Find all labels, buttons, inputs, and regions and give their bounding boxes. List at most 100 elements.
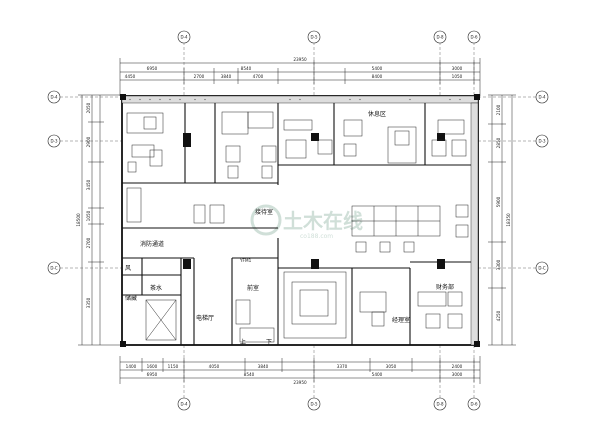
window-dots (129, 98, 461, 101)
chair-icon (261, 145, 277, 163)
right-dim: 2850 (496, 137, 501, 148)
desk-icon (437, 119, 465, 135)
cabinet-icon (235, 299, 251, 325)
left-dimension-texts: 18500 2050 2900 3450 1050 2700 3350 (76, 102, 91, 308)
axis-label: D-C (538, 266, 546, 271)
bottom-dim: 4050 (209, 364, 220, 369)
right-dim: 4250 (496, 310, 501, 321)
room-label-reception: 接待室 (255, 208, 273, 216)
desk-icon (359, 291, 387, 313)
chair-icon (127, 161, 137, 173)
axis-bubble (535, 90, 549, 104)
axis-label: D-6 (470, 35, 478, 40)
room-label-front-room: 前室 (247, 284, 259, 292)
top-dim: 2700 (194, 74, 205, 79)
top-dim: 4700 (253, 74, 264, 79)
axis-bubble (433, 30, 447, 44)
axis-bubble (47, 90, 61, 104)
chair-icon (371, 311, 385, 327)
chair-icon (261, 165, 273, 179)
window-strip-right (470, 102, 479, 346)
watermark-logo-icon (250, 204, 282, 236)
bottom-dim: 5400 (372, 372, 383, 377)
internal-walls (122, 103, 471, 345)
axis-bubble (433, 397, 447, 411)
axis-bubble (177, 397, 191, 411)
elevator-icon (145, 299, 177, 341)
axis-lines (60, 42, 536, 398)
table-icon (394, 130, 410, 146)
chair-icon (447, 313, 463, 329)
room-label-vestibule: 消防通道 (140, 240, 164, 248)
axis-label: D-8 (436, 35, 444, 40)
chair-icon (225, 145, 241, 163)
top-dim: 5400 (372, 66, 383, 71)
left-dim: 3350 (86, 297, 91, 308)
desk-icon (417, 291, 447, 307)
axis-bubble-labels: D-4 D-5 D-8 D-6 D-4 D-5 D-8 D-6 D-4 D-3 … (50, 35, 546, 407)
chair-icon (455, 224, 469, 238)
right-dim: 2100 (496, 104, 501, 115)
top-dim: 4450 (125, 74, 136, 79)
bottom-dim: 3050 (386, 364, 397, 369)
axis-bubble (535, 134, 549, 148)
left-dim: 3450 (86, 179, 91, 190)
top-dim: 3840 (221, 74, 232, 79)
furniture (126, 111, 469, 343)
right-dim: 5900 (496, 196, 501, 207)
chair-icon (403, 241, 415, 253)
axis-label: D-8 (436, 402, 444, 407)
axis-label: D-3 (50, 139, 58, 144)
room-label-lounge: 休息区 (368, 110, 386, 118)
bottom-dim: 1400 (126, 364, 137, 369)
desk-icon (283, 119, 313, 131)
axis-bubble (307, 397, 321, 411)
bottom-dim: 3840 (258, 364, 269, 369)
conference-room-icon (283, 271, 347, 339)
left-dim: 2900 (86, 136, 91, 147)
stair-icon (239, 327, 275, 343)
bottom-dim: 6950 (147, 372, 158, 377)
right-dim: 3300 (496, 259, 501, 270)
bottom-dim: 8540 (244, 372, 255, 377)
desk-icon (247, 111, 274, 129)
axis-label: D-5 (310, 35, 318, 40)
chair-icon (285, 139, 307, 159)
fire-symbol-label: 风 (125, 265, 131, 272)
room-label-elevator-hall: 电梯厅 (196, 314, 214, 322)
stair-down-label: 下 (266, 339, 272, 346)
chair-icon (355, 241, 367, 253)
top-dim: 8540 (241, 66, 252, 71)
bottom-dimension-texts: 1400 1600 1150 4050 3840 3370 3050 2400 … (126, 364, 463, 385)
chair-icon (451, 139, 467, 157)
axis-label: D-3 (538, 139, 546, 144)
right-overall-dim: 18350 (506, 213, 511, 227)
room-label-tea: 茶水 (150, 284, 162, 292)
chair-icon (209, 204, 225, 224)
chair-icon (425, 313, 441, 329)
axis-bubble (47, 134, 61, 148)
chair-icon (149, 149, 163, 167)
bottom-overall-dim: 23950 (293, 380, 307, 385)
sofa-icon (126, 187, 142, 223)
left-overall-dim: 18500 (76, 213, 81, 227)
desk-icon (447, 291, 463, 307)
chair-icon (431, 139, 447, 157)
top-dim: 3000 (452, 66, 463, 71)
watermark: 土木在线 co188.com (250, 204, 363, 240)
room-labels: 消防通道 接待室 电梯厅 前室 储藏 茶水 财务部 休息区 经理室 YFM1 上… (125, 110, 454, 346)
room-label-yfm: YFM1 (239, 258, 252, 263)
room-label-manager: 经理室 (392, 316, 410, 324)
desk-icon (126, 112, 164, 134)
axis-bubble (467, 30, 481, 44)
axis-bubble (535, 261, 549, 275)
axis-label: D-C (50, 266, 58, 271)
desk-icon (131, 144, 155, 158)
stair-up-label: 上 (240, 338, 246, 346)
right-dimension-texts: 18350 2100 2850 5900 3300 4250 (496, 104, 511, 321)
watermark-subtitle: co188.com (300, 233, 333, 240)
axis-bubbles (47, 30, 549, 411)
axis-label: D-6 (470, 402, 478, 407)
bottom-dim: 1150 (168, 364, 179, 369)
